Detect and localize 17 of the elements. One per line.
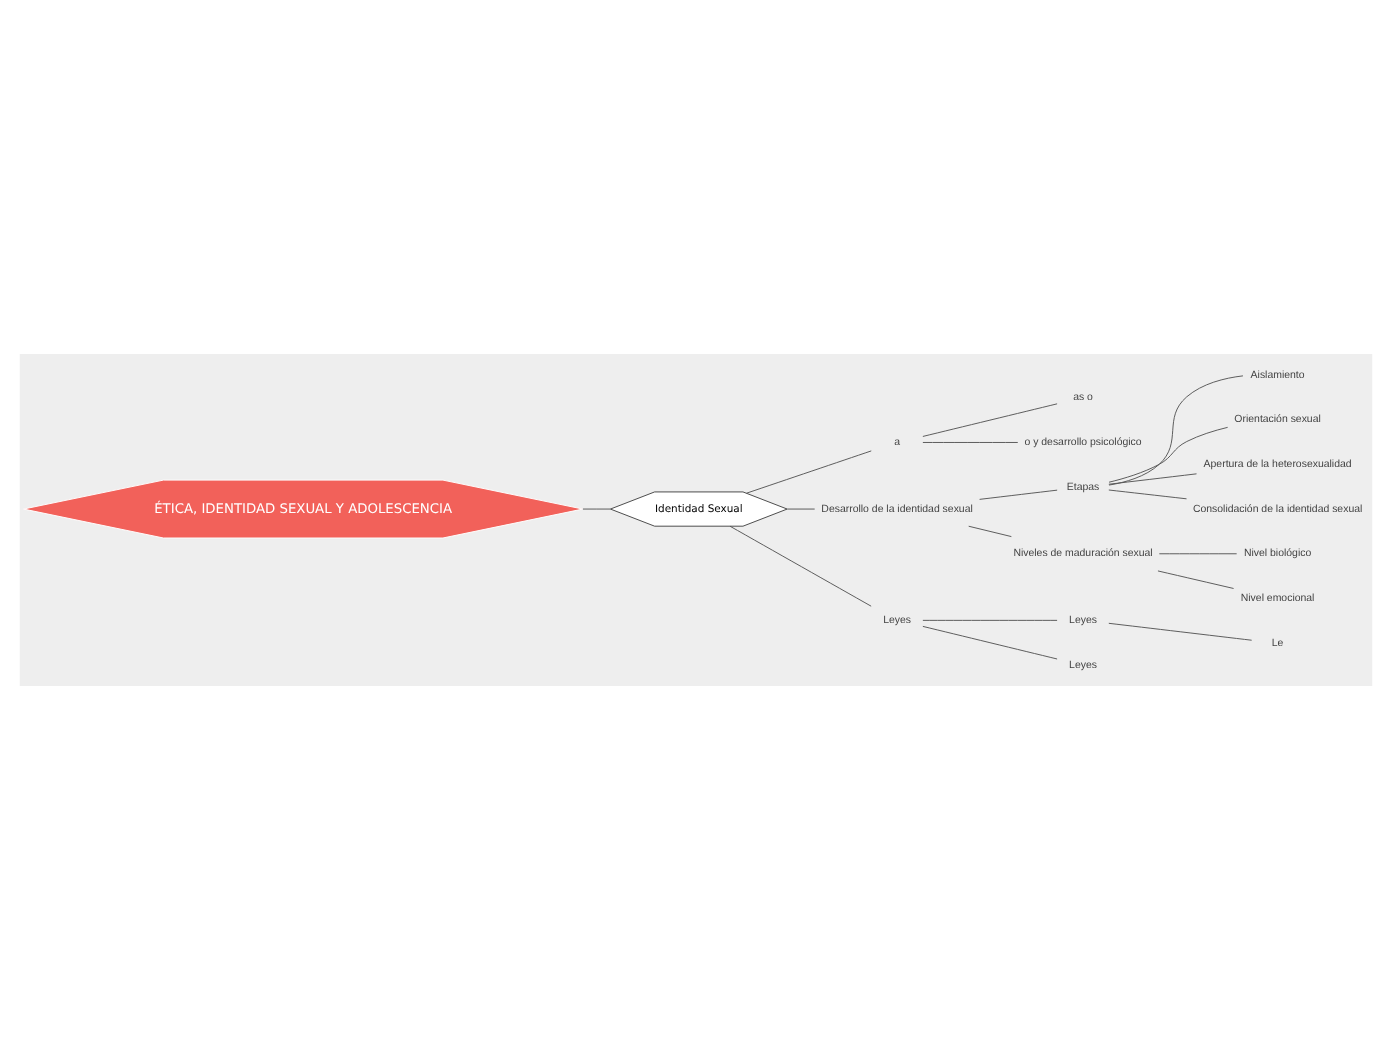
connector [1157, 570, 1235, 589]
connector [1108, 622, 1253, 641]
connector [746, 450, 872, 494]
connector [922, 442, 1019, 443]
connector [1108, 473, 1197, 485]
connector [1108, 375, 1244, 486]
connector [786, 508, 816, 510]
connector [1108, 489, 1187, 500]
connector [1158, 553, 1238, 555]
connector [582, 508, 611, 510]
connector [922, 625, 1058, 660]
connector [729, 525, 872, 607]
connector [968, 525, 1012, 538]
connector [1108, 426, 1229, 483]
connector [979, 489, 1058, 500]
connector [922, 619, 1058, 621]
connector [922, 403, 1058, 437]
